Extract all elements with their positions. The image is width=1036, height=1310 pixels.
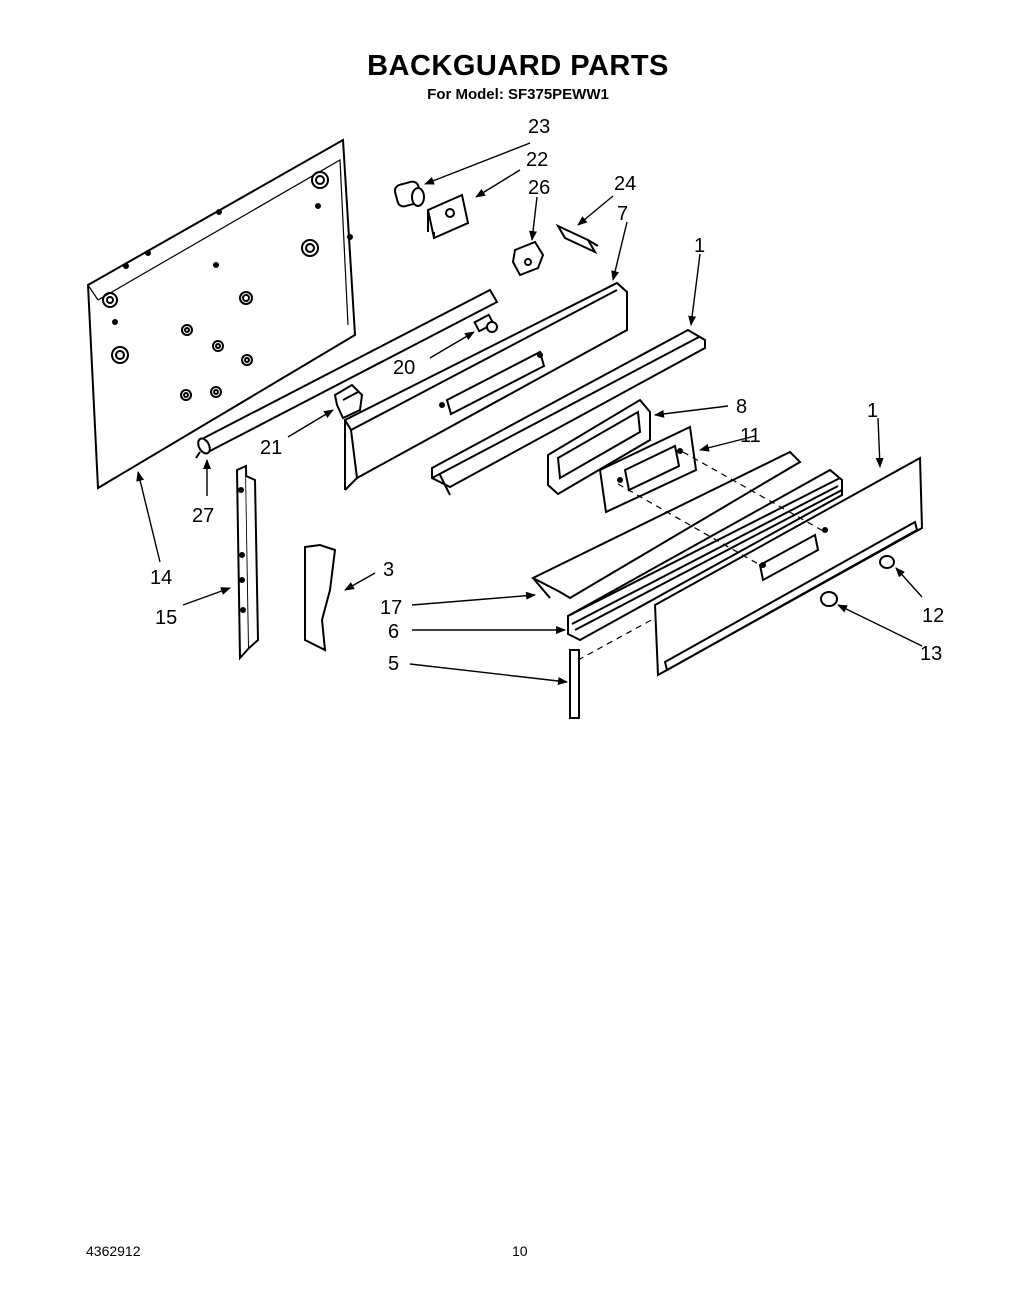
leader-lines — [136, 142, 923, 685]
part-3-bracket-plate — [304, 543, 337, 652]
callout-1-upper: 1 — [694, 235, 705, 257]
page-number: 10 — [512, 1243, 528, 1259]
callout-17: 17 — [380, 597, 402, 619]
callout-24: 24 — [614, 173, 636, 195]
callout-26: 26 — [528, 177, 550, 199]
callout-22: 22 — [526, 149, 548, 171]
callout-6: 6 — [388, 621, 399, 643]
part-12-knob — [879, 555, 895, 569]
model-subtitle: For Model: SF375PEWW1 — [427, 86, 609, 103]
callout-23: 23 — [528, 116, 550, 138]
callout-1-lower: 1 — [867, 400, 878, 422]
part-27-tube — [195, 288, 499, 459]
part-20-screw — [473, 313, 498, 333]
part-14-rear-panel — [86, 138, 357, 490]
callout-7: 7 — [617, 203, 628, 225]
callout-21: 21 — [260, 437, 282, 459]
page-title: BACKGUARD PARTS — [367, 50, 669, 82]
part-11-gasket — [598, 425, 698, 514]
part-1-front-panel — [653, 456, 924, 677]
part-6-extrusion — [567, 468, 843, 642]
callout-11: 11 — [740, 425, 761, 447]
part-5-end-cap — [569, 649, 580, 719]
part-1-upper-trim — [431, 328, 706, 496]
part-22-bracket — [426, 193, 470, 240]
part-8-frame — [547, 398, 651, 496]
document-number: 4362912 — [86, 1243, 141, 1259]
part-21-clip — [333, 383, 364, 420]
callout-5: 5 — [388, 653, 399, 675]
part-17-shield — [530, 450, 802, 600]
callout-20: 20 — [393, 357, 415, 379]
part-13-knob — [820, 591, 838, 607]
callout-14: 14 — [150, 567, 172, 589]
part-24-bracket — [555, 223, 599, 255]
callout-3: 3 — [383, 559, 394, 581]
part-26-lamp-holder — [511, 240, 545, 277]
callout-8: 8 — [736, 396, 747, 418]
callout-27: 27 — [192, 505, 214, 527]
alignment-lines — [577, 451, 826, 661]
callout-12: 12 — [922, 605, 944, 627]
callout-15: 15 — [155, 607, 177, 629]
part-15-side-bracket — [235, 464, 260, 661]
part-23-starter — [393, 180, 425, 208]
callout-13: 13 — [920, 643, 942, 665]
part-7-channel — [343, 281, 628, 491]
